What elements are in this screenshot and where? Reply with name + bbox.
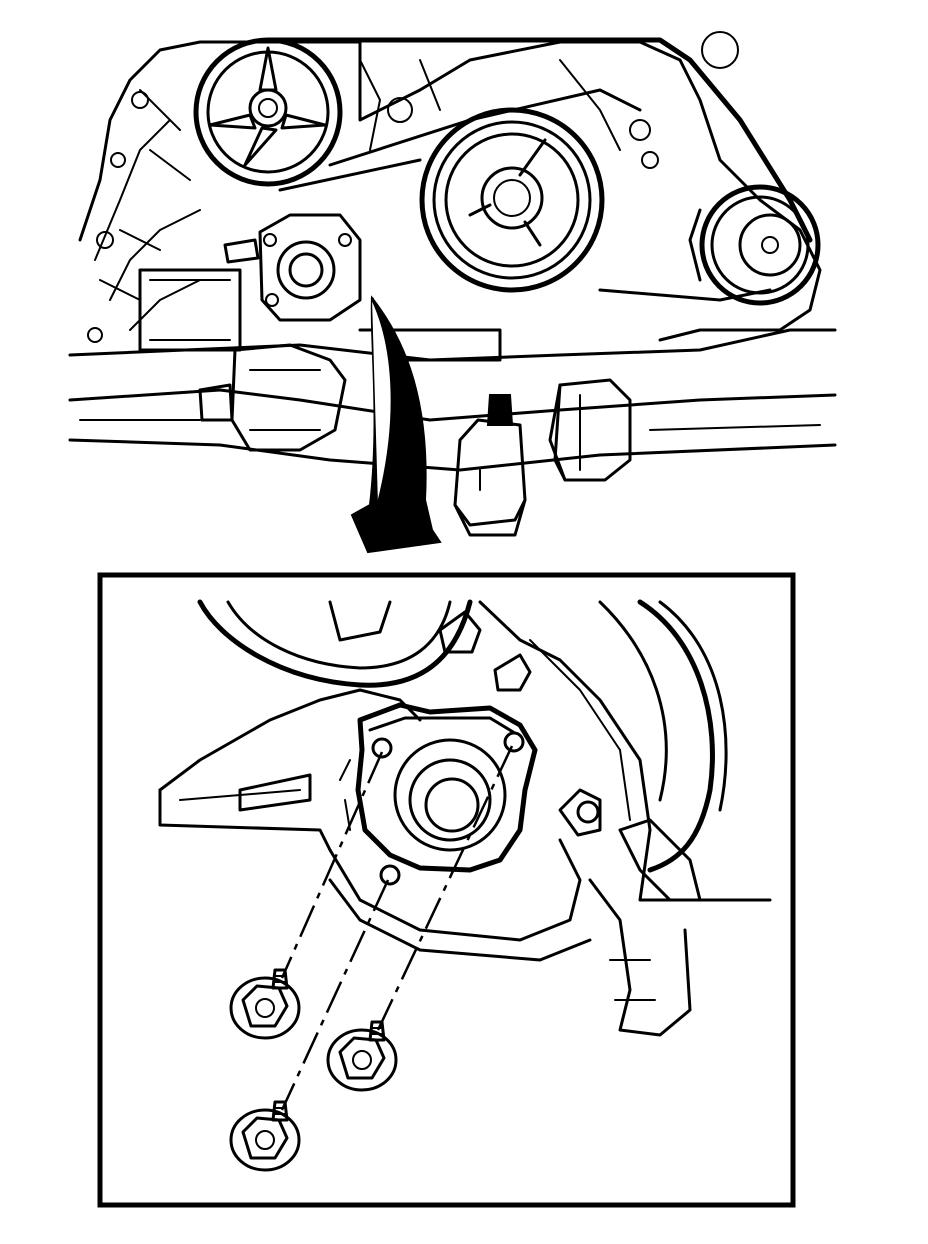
bolt-upper-left: [229, 968, 301, 1040]
inset-mount-plate: [339, 702, 538, 886]
engine-overview: [68, 31, 837, 554]
engine-mount-bracket: [223, 213, 362, 322]
bolt-hole-lower: [379, 864, 401, 886]
removal-direction-arrow: [350, 295, 442, 554]
transmission-mount: [548, 378, 632, 482]
bolt-middle: [326, 1020, 398, 1092]
ac-compressor-pulley: [688, 184, 821, 306]
electrical-connector: [453, 394, 527, 537]
alignment-line-lower: [280, 879, 390, 1111]
alignment-line-upper-right: [376, 745, 514, 1031]
alignment-line-upper-left: [280, 751, 384, 979]
front-subframe: [68, 328, 837, 472]
detail-inset: [97, 572, 796, 1208]
bolt-hole-upper-left: [371, 737, 393, 759]
bolt-hole-upper-right: [503, 731, 525, 753]
inset-timing-cover: [438, 599, 772, 902]
engine-block: [78, 31, 822, 343]
crankshaft-balancer: [419, 107, 605, 293]
inset-frame: [97, 572, 796, 1208]
idler-pulley: [193, 37, 343, 187]
inset-balancer-edge: [197, 599, 473, 688]
inset-mount-bracket: [158, 688, 702, 1037]
bolt-lower: [229, 1100, 301, 1172]
bolt-alignment-lines: [280, 745, 514, 1111]
